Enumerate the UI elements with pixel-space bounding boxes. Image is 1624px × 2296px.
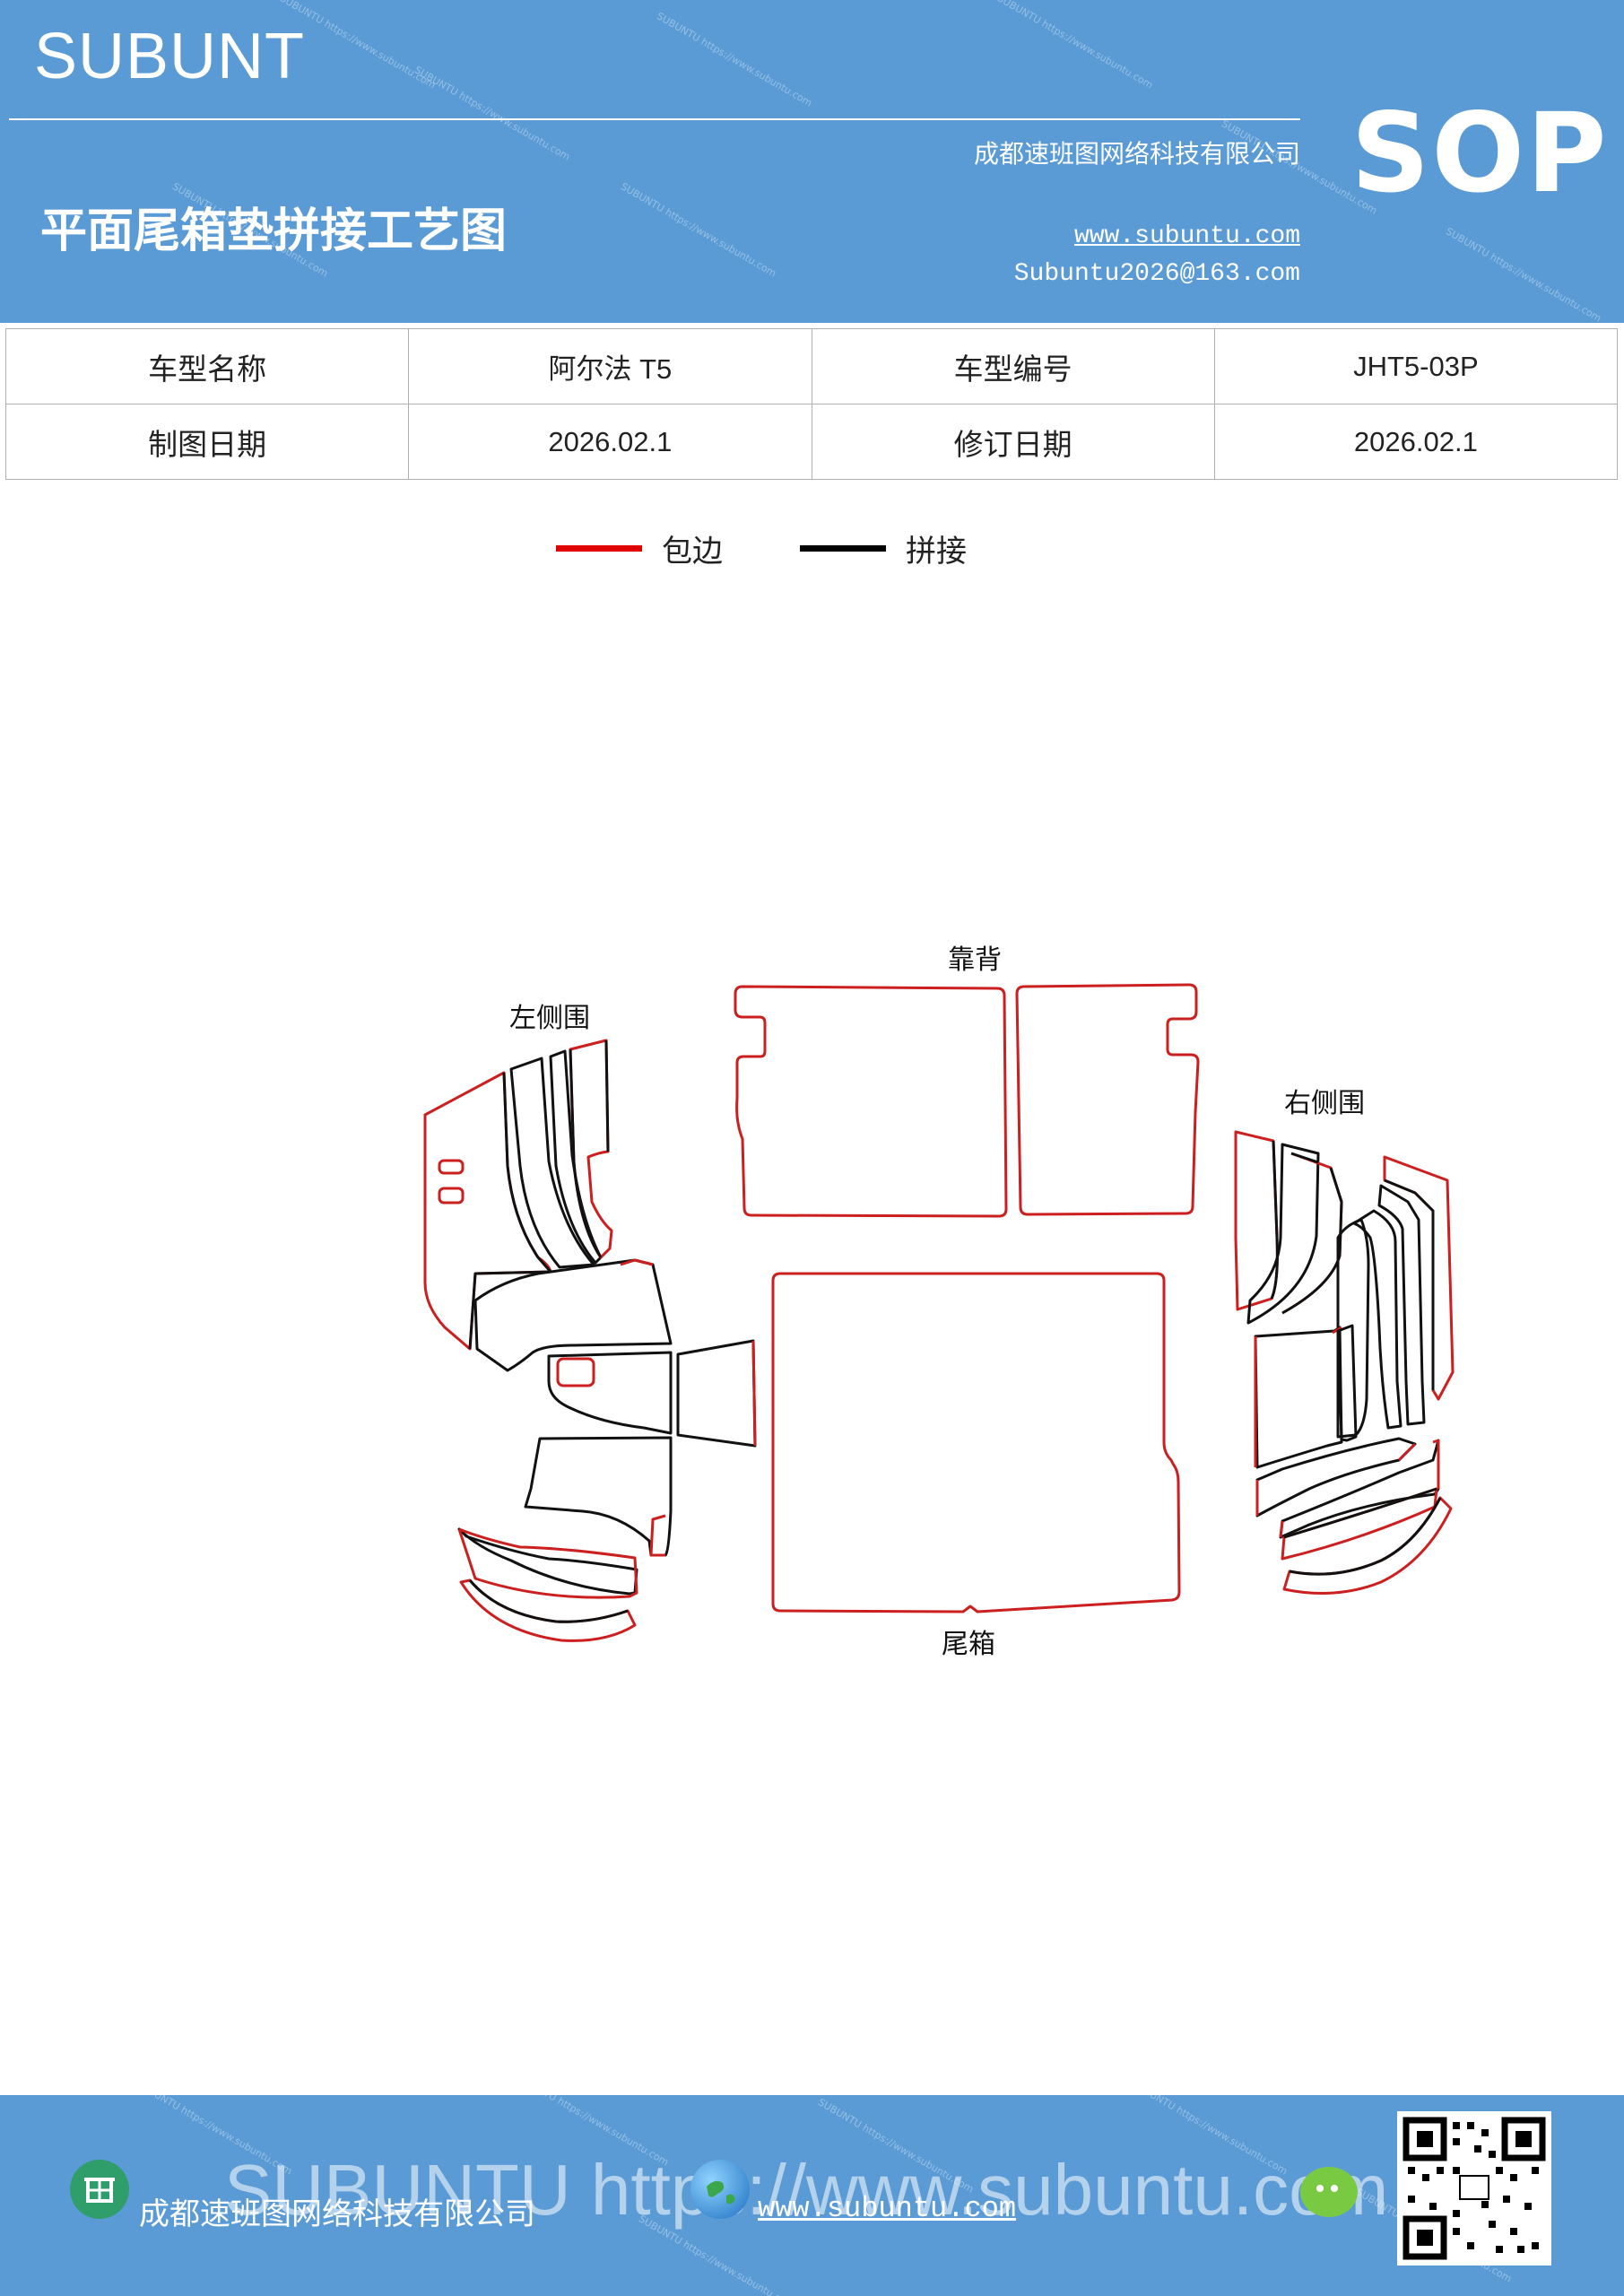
left-vent-slot	[438, 1159, 465, 1175]
left-side-flap	[676, 1339, 757, 1448]
backrest-right-panel	[1015, 983, 1200, 1216]
label-trunk: 尾箱	[942, 1629, 995, 1660]
right-lower-panel-2	[1279, 1439, 1440, 1539]
left-lower-cutout	[556, 1357, 595, 1387]
legend-label: 包边	[662, 533, 723, 570]
draw-date-label: 制图日期	[4, 404, 410, 480]
right-outer-strip	[1234, 1130, 1279, 1311]
qr-code	[1397, 2111, 1551, 2266]
left-outer-panel	[423, 1071, 552, 1351]
left-middle-panel	[473, 1258, 673, 1372]
footer-banner: SUBUNTU https://www.subuntu.com SUBUNTU …	[0, 2095, 1624, 2296]
label-backrest: 靠背	[948, 944, 1002, 976]
right-outer-strip-seam	[1270, 1140, 1279, 1300]
header-divider	[9, 118, 1300, 120]
document-title: 平面尾箱垫拼接工艺图	[40, 204, 508, 258]
legend-item-edge: 包边	[556, 527, 723, 570]
website-link[interactable]: www.subuntu.com	[1073, 222, 1300, 250]
left-vent-slot	[438, 1187, 465, 1205]
left-strip-2	[549, 1049, 603, 1265]
revision-date-value: 2026.02.1	[1213, 404, 1619, 480]
right-lower-panel-3-seam	[1283, 1487, 1437, 1539]
model-name-value: 阿尔法 T5	[408, 328, 812, 404]
header-banner: SUBUNTU https://www.subuntu.com SUBUNTU …	[0, 0, 1624, 323]
left-middle-edge	[620, 1258, 654, 1266]
sop-badge: SOP	[1350, 90, 1609, 217]
right-strip-5	[1336, 1218, 1370, 1439]
globe-icon	[690, 2160, 750, 2219]
legend-swatch-black	[800, 544, 886, 552]
model-code-value: JHT5-03P	[1213, 328, 1619, 404]
company-name: 成都速班图网络科技有限公司	[973, 139, 1300, 169]
footer-website-link[interactable]: www.subuntu.com	[758, 2192, 1017, 2225]
building-icon	[70, 2160, 129, 2219]
right-lower-panel-1-edge	[1255, 1442, 1417, 1516]
table-row: 车型名称 阿尔法 T5 车型编号 JHT5-03P	[4, 328, 1619, 404]
right-strip-3	[1377, 1184, 1426, 1426]
trunk-mat-diagram: 左侧围 靠背 右侧围 尾箱	[423, 944, 1455, 1660]
left-side-flap-edge	[751, 1340, 757, 1447]
footer-watermark: SUBUNTU https://www.subuntu.com	[224, 2150, 1389, 2230]
trunk-main-panel	[771, 1272, 1181, 1613]
vehicle-info-table: 车型名称 阿尔法 T5 车型编号 JHT5-03P 制图日期 2026.02.1…	[4, 328, 1619, 480]
right-strip-4	[1352, 1209, 1403, 1430]
right-mid-panel	[1254, 1326, 1343, 1469]
label-left-side: 左侧围	[509, 1003, 590, 1034]
table-row: 制图日期 2026.02.1 修订日期 2026.02.1	[4, 404, 1619, 480]
right-far-strip-seam	[1384, 1178, 1435, 1390]
legend-label: 拼接	[906, 533, 967, 570]
model-name-label: 车型名称	[4, 328, 410, 404]
left-bottom-panel-edge	[649, 1514, 666, 1557]
footer-company: 成都速班图网络科技有限公司	[139, 2196, 535, 2232]
legend-item-seam: 拼接	[800, 527, 967, 570]
draw-date-value: 2026.02.1	[408, 404, 812, 480]
wechat-icon	[1300, 2167, 1358, 2217]
left-strip-3-seam	[569, 1039, 610, 1258]
right-strip-2-seam	[1281, 1152, 1343, 1315]
label-right-side: 右侧围	[1284, 1088, 1365, 1119]
right-lower-panel-2-edge	[1279, 1439, 1440, 1538]
right-bottom-arc-seam	[1289, 1497, 1442, 1576]
left-bottom-panel	[524, 1436, 673, 1557]
left-arc-lower-seam	[468, 1579, 629, 1623]
brand-name: SUBUNT	[34, 21, 306, 92]
model-code-label: 车型编号	[811, 328, 1215, 404]
left-lower-panel	[547, 1351, 673, 1435]
right-lower-panel-1	[1255, 1437, 1417, 1518]
revision-date-label: 修订日期	[811, 404, 1215, 480]
right-strip-1	[1246, 1143, 1320, 1325]
backrest-left-panel	[734, 985, 1008, 1218]
email-address: Subuntu2026@163.com	[1013, 260, 1300, 288]
right-lower-panel-3	[1281, 1487, 1438, 1561]
left-arc-upper-edge	[457, 1527, 638, 1599]
left-outer-edge-seam	[468, 1072, 552, 1350]
right-mid-panel-2	[1336, 1324, 1358, 1442]
legend-swatch-red	[556, 544, 642, 552]
left-arc-lower	[459, 1578, 637, 1642]
